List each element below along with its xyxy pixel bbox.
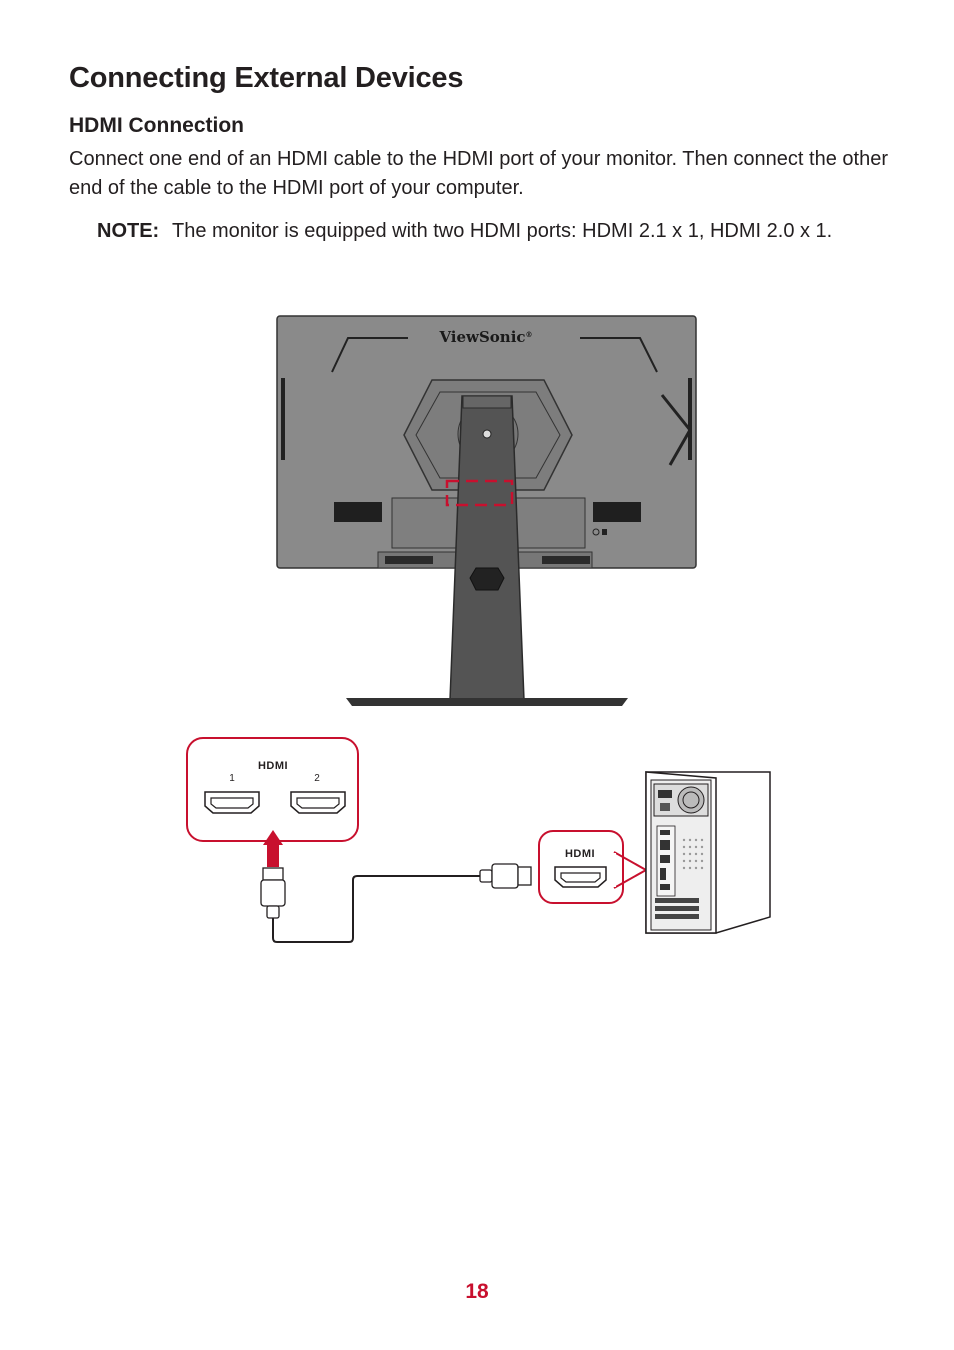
- port-1-label: 1: [229, 773, 235, 784]
- hdmi-cable-plug-monitor: [260, 867, 286, 919]
- port-highlight-box: [445, 479, 514, 507]
- monitor-hdmi-logo: HDMI: [258, 760, 288, 772]
- monitor-stand: [346, 395, 628, 706]
- fan-icon: [677, 786, 705, 814]
- computer-hdmi-port: [554, 866, 607, 888]
- hdmi-cable-plug-computer: [479, 863, 532, 889]
- hdmi-connection-diagram: ViewSonic® HDMI 1 2: [186, 315, 771, 943]
- note-label: NOTE:: [97, 220, 160, 242]
- computer-hdmi-logo: HDMI: [565, 848, 595, 860]
- page-number: 18: [465, 1280, 489, 1303]
- port-2-label: 2: [314, 773, 320, 784]
- insert-arrow-icon: [263, 830, 283, 867]
- hdmi-port-2: [290, 791, 346, 814]
- section-title: HDMI Connection: [69, 114, 244, 137]
- kensington-lock-icon: [592, 528, 600, 536]
- computer-tower-illustration: [645, 771, 771, 934]
- note-text: The monitor is equipped with two HDMI po…: [172, 220, 833, 242]
- page-title: Connecting External Devices: [69, 62, 464, 94]
- hdmi-cable: [272, 875, 480, 943]
- padlock-icon: [602, 529, 607, 535]
- computer-hdmi-port-callout: HDMI: [538, 830, 649, 904]
- body-paragraph: Connect one end of an HDMI cable to the …: [69, 148, 888, 199]
- monitor-hdmi-ports-callout: HDMI 1 2: [186, 737, 359, 842]
- hdmi-port-1: [204, 791, 260, 814]
- brand-logo: ViewSonic®: [438, 328, 532, 346]
